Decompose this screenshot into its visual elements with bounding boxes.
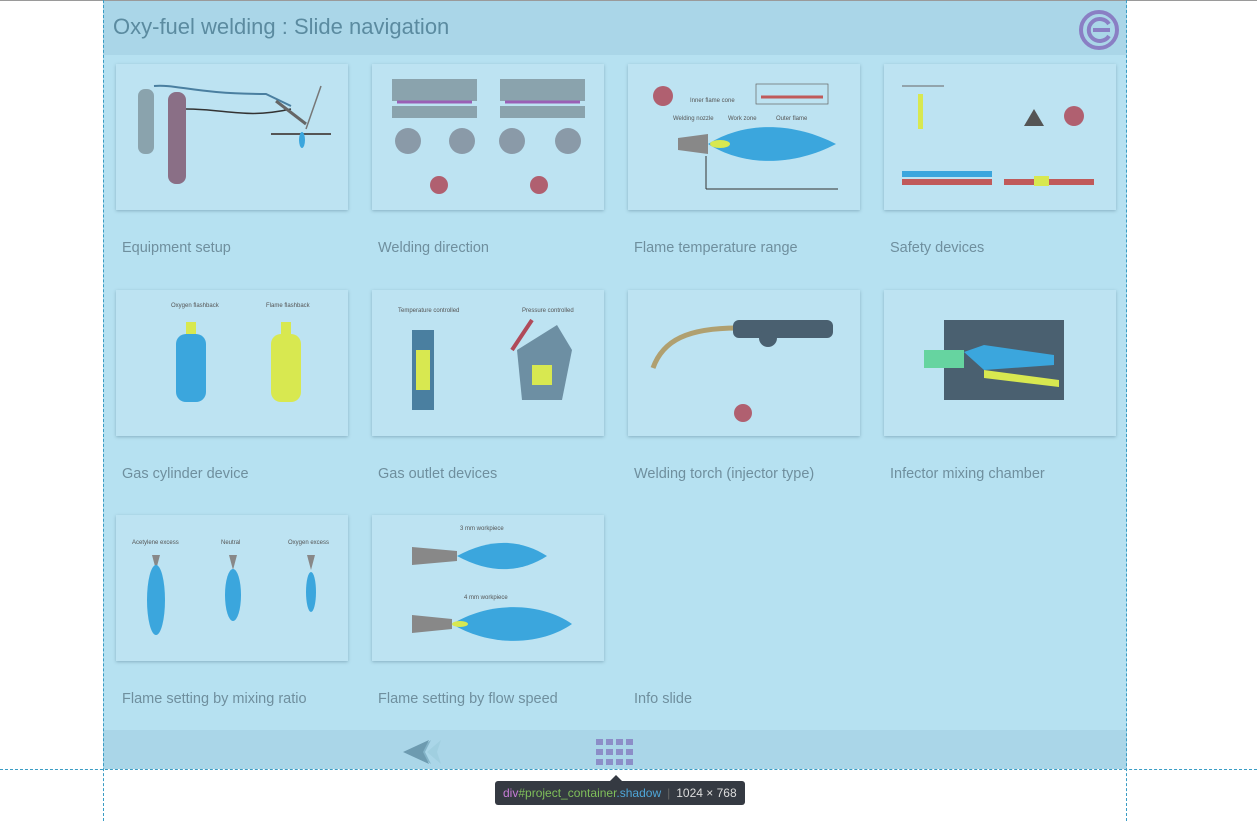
footer-nav	[103, 730, 1127, 769]
thumb-text: 3 mm workpiece	[460, 526, 504, 532]
thumb-text: Welding nozzle	[673, 116, 714, 122]
slide-tile-flame-flow-speed[interactable]: 3 mm workpiece 4 mm workpiece Flame sett…	[372, 515, 604, 707]
thumb-text: Pressure controlled	[522, 308, 574, 314]
slide-label: Infector mixing chamber	[890, 466, 1045, 482]
inspector-guide	[103, 0, 104, 821]
inspector-tooltip: div#project_container.shadow|1024 × 768	[495, 775, 745, 805]
project-container: Oxy-fuel welding : Slide navigation Equi…	[103, 1, 1127, 769]
slide-tile-gas-outlet-devices[interactable]: Temperature controlled Pressure controll…	[372, 290, 604, 482]
double-chevron-left-icon[interactable]	[403, 738, 481, 766]
inspector-guide	[0, 769, 1257, 770]
slide-thumbnail[interactable]: Acetylene excess Neutral Oxygen excess	[116, 515, 348, 661]
page-title: Oxy-fuel welding : Slide navigation	[113, 14, 450, 39]
slide-label: Flame setting by mixing ratio	[122, 691, 307, 707]
thumb-text: Flame flashback	[266, 303, 311, 309]
slide-tile-welding-torch[interactable]: Welding torch (injector type)	[628, 290, 860, 482]
thumb-text: Temperature controlled	[398, 308, 459, 314]
slide-tile-injector-mixing-chamber[interactable]: Infector mixing chamber	[884, 290, 1116, 482]
slide-label: Gas cylinder device	[122, 466, 249, 482]
slide-label: Info slide	[634, 691, 693, 707]
slide-tile-equipment-setup[interactable]: Equipment setup	[116, 64, 348, 256]
tooltip-tag: div	[503, 786, 519, 800]
tooltip-id: #project_container	[518, 786, 617, 800]
thumb-text: Oxygen excess	[288, 540, 329, 546]
slide-tile-gas-cylinder-device[interactable]: Oxygen flashback Flame flashback Gas cyl…	[116, 290, 348, 482]
thumb-text: Outer flame	[776, 116, 808, 122]
tooltip-class: .shadow	[616, 786, 662, 800]
slide-thumbnail[interactable]	[884, 64, 1116, 210]
thumb-text: Inner flame cone	[690, 98, 735, 104]
slide-tile-flame-temperature[interactable]: Inner flame cone Welding nozzle Work zon…	[628, 64, 860, 256]
logo-icon[interactable]	[1079, 10, 1119, 50]
slide-label: Equipment setup	[122, 240, 231, 256]
tooltip-size: 1024 × 768	[676, 786, 737, 800]
slide-thumbnail[interactable]: 3 mm workpiece 4 mm workpiece	[372, 515, 604, 661]
thumb-text: Work zone	[728, 116, 757, 122]
slide-thumbnail[interactable]: Oxygen flashback Flame flashback	[116, 290, 348, 436]
slide-label: Safety devices	[890, 240, 985, 256]
slide-label: Welding torch (injector type)	[634, 466, 815, 482]
inspector-guide	[1126, 0, 1127, 821]
header: Oxy-fuel welding : Slide navigation	[103, 1, 1127, 55]
slide-thumbnail[interactable]	[628, 290, 860, 436]
slide-thumbnail[interactable]: Temperature controlled Pressure controll…	[372, 290, 604, 436]
slide-label: Flame setting by flow speed	[378, 691, 558, 707]
grid-icon[interactable]	[596, 739, 634, 765]
slide-thumbnail[interactable]	[116, 64, 348, 210]
slide-label: Welding direction	[378, 240, 489, 256]
slide-thumbnail[interactable]	[372, 64, 604, 210]
thumb-text: 4 mm workpiece	[464, 595, 508, 601]
slide-tile-welding-direction[interactable]: Welding direction	[372, 64, 604, 256]
slide-tile-flame-mixing-ratio[interactable]: Acetylene excess Neutral Oxygen excess F…	[116, 515, 348, 707]
slide-thumbnail[interactable]	[884, 290, 1116, 436]
slide-label: Flame temperature range	[634, 240, 798, 256]
slide-tile-safety-devices[interactable]: Safety devices	[884, 64, 1116, 256]
browser-edge	[0, 0, 1257, 1]
thumb-text: Acetylene excess	[132, 540, 179, 546]
slide-tile-info[interactable]: Info slide	[628, 515, 860, 707]
slide-label: Gas outlet devices	[378, 466, 498, 482]
thumb-text: Oxygen flashback	[171, 303, 220, 309]
slide-thumbnail-empty[interactable]	[628, 515, 860, 661]
thumb-text: Neutral	[221, 540, 240, 546]
slide-thumbnail[interactable]: Inner flame cone Welding nozzle Work zon…	[628, 64, 860, 210]
